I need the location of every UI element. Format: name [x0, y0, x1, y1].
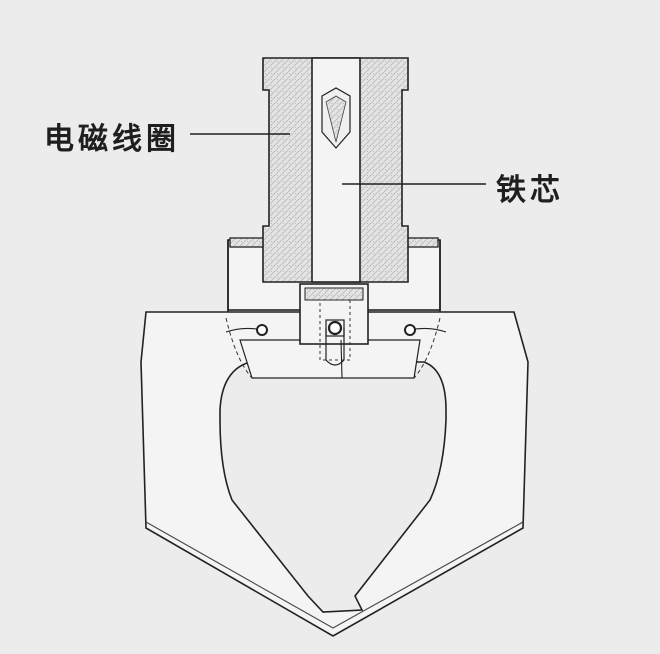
left-flange [229, 237, 267, 248]
claw-bevel [239, 339, 421, 379]
center-pin [327, 320, 343, 336]
claw-opening [219, 361, 447, 613]
left-pin [256, 324, 268, 336]
left-arm-dashed [225, 317, 253, 379]
right-arm-dashed [413, 317, 441, 379]
center-link [325, 328, 345, 366]
claw-bottom-edge [145, 521, 524, 629]
right-pin [404, 324, 416, 336]
coil-label: 电磁线圈 [44, 122, 180, 157]
core-label: 铁芯 [496, 173, 564, 208]
plunger-pin-guide [319, 299, 351, 361]
